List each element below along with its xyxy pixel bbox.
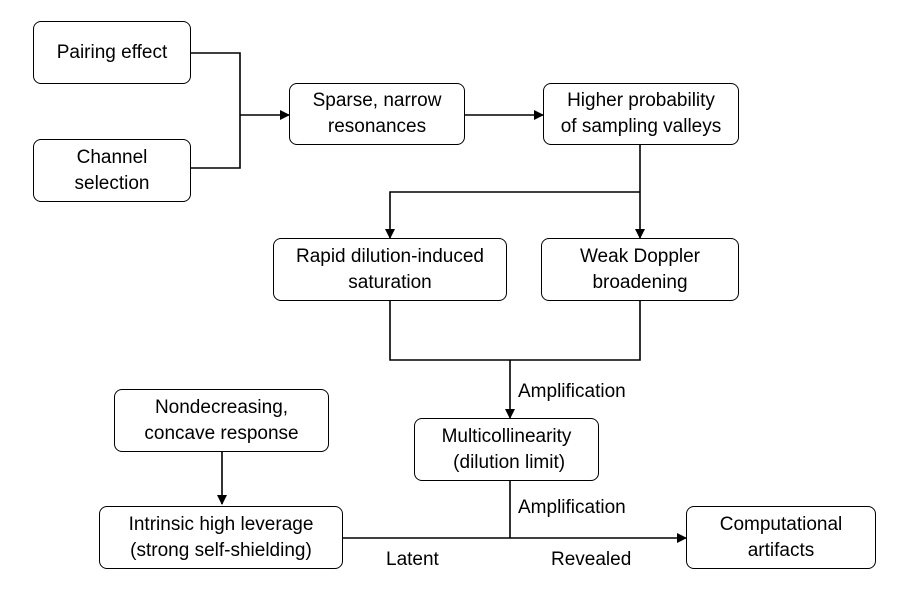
multicollinearity-box: Multicollinearity (dilution limit) — [414, 418, 599, 481]
computational-artifacts-box: Computational artifacts — [686, 506, 876, 569]
nondecreasing-text-2: concave response — [144, 422, 299, 444]
sparse-resonances-text-1: Sparse, narrow — [312, 90, 442, 111]
rapid-dilution-box: Rapid dilution-induced saturation — [273, 238, 507, 301]
channel-selection-text-2: selection — [74, 172, 150, 194]
rapid-dilution-text-2: saturation — [348, 271, 432, 293]
edge-higher-to-rapid — [385, 191, 640, 239]
channel-selection-box: Channel selection — [33, 139, 191, 202]
multicollinearity-text-2: (dilution limit) — [447, 451, 566, 473]
computational-artifacts-text-1: Computational — [719, 513, 843, 535]
sparse-resonances-box: Sparse, narrow resonances — [289, 83, 465, 145]
edge-pairing-merge — [191, 52, 241, 115]
edge-rapid-down — [389, 301, 510, 361]
higher-probability-text-2: of sampling valleys — [560, 116, 722, 137]
intrinsic-leverage-box: Intrinsic high leverage (strong self-shi… — [99, 506, 343, 569]
edge-channel-merge — [191, 115, 241, 169]
amplification-label-upper: Amplification — [518, 381, 626, 402]
intrinsic-leverage-text-2: (strong self-shielding) — [130, 539, 312, 561]
pairing-effect-box: Pairing effect — [33, 21, 191, 84]
rapid-dilution-text-1: Rapid dilution-induced — [295, 245, 484, 267]
computational-artifacts-text-2: artifacts — [747, 539, 815, 561]
pairing-effect-text: Pairing effect — [56, 41, 168, 63]
intrinsic-leverage-text-1: Intrinsic high leverage — [128, 513, 314, 535]
revealed-label: Revealed — [551, 549, 632, 570]
nondecreasing-text-1: Nondecreasing, — [154, 396, 289, 418]
sparse-resonances-text-2: resonances — [327, 116, 427, 137]
multicollinearity-text-1: Multicollinearity — [441, 425, 572, 447]
amplification-label-lower: Amplification — [518, 497, 626, 518]
latent-label: Latent — [386, 549, 439, 570]
edge-doppler-down — [510, 301, 641, 361]
nondecreasing-box: Nondecreasing, concave response — [114, 389, 329, 452]
higher-probability-text-1: Higher probability — [567, 90, 715, 111]
higher-probability-box: Higher probability of sampling valleys — [543, 83, 739, 145]
weak-doppler-text-1: Weak Doppler — [579, 245, 701, 267]
weak-doppler-text-2: broadening — [592, 271, 688, 293]
weak-doppler-box: Weak Doppler broadening — [541, 238, 739, 301]
channel-selection-text-1: Channel — [76, 146, 148, 168]
